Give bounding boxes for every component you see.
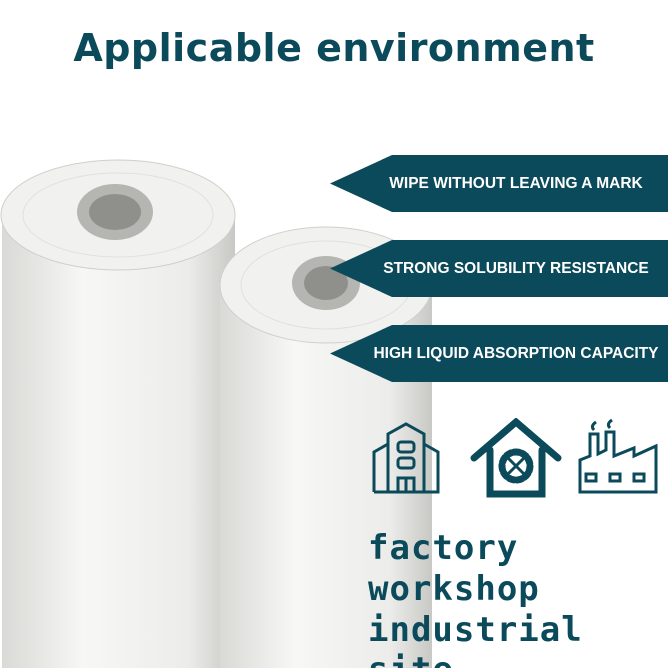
building-icon xyxy=(372,422,440,494)
feature-banner: STRONG SOLUBILITY RESISTANCE xyxy=(330,240,668,297)
feature-banner: WIPE WITHOUT LEAVING A MARK xyxy=(330,155,668,212)
feature-label: WIPE WITHOUT LEAVING A MARK xyxy=(389,175,643,192)
house-gear-icon xyxy=(470,418,562,498)
feature-label: HIGH LIQUID ABSORPTION CAPACITY xyxy=(373,345,659,362)
environment-workshop: workshop xyxy=(368,569,540,609)
page-title: Applicable environment xyxy=(73,26,595,70)
factory-icon xyxy=(578,418,658,494)
environment-industrial-site: industrial site xyxy=(368,610,583,668)
feature-label: STRONG SOLUBILITY RESISTANCE xyxy=(383,260,649,277)
feature-banner: HIGH LIQUID ABSORPTION CAPACITY xyxy=(330,325,668,382)
environment-factory: factory xyxy=(368,528,519,568)
